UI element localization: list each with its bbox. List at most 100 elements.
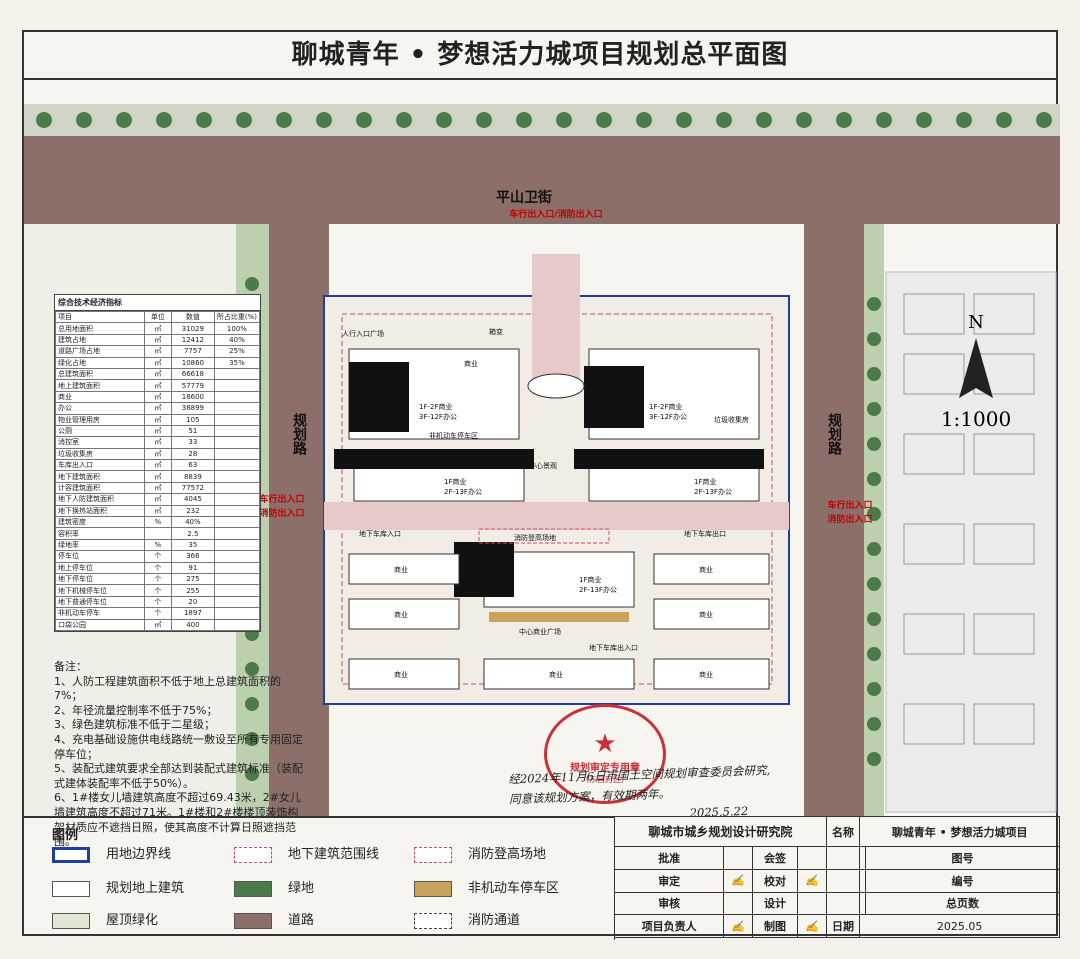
shop-a3 [348,658,460,690]
shop-b1 [653,553,770,585]
neighbor-buildings [903,293,1035,745]
entrance-left-1: 车行出入口 [259,493,304,505]
legend: 图例 用地边界线 地下建筑范围线 消防登高场地 规划地上建筑 绿地 非机动车停车… [24,816,615,940]
label-garbage: 垃圾收集房 [714,415,749,424]
tech-row: 绿地率%35 [55,538,261,552]
legend-item-building: 规划地上建筑 [52,880,184,898]
label-shop-b1: 商业 [699,565,713,574]
drawing-title: 聊城青年 • 梦想活力城项目规划总平面图 [24,32,1056,80]
signature-leader: ✍ [723,914,754,938]
building-3-shadow [334,449,534,469]
label-center-plaza: 中心商业广场 [519,627,561,636]
institute-name: 聊城市城乡规划设计研究院 [614,816,827,847]
road-left-label: 规划路 [291,413,307,455]
note-line: 1、人防工程建筑面积不低于地上总建筑面积的7%； [54,674,281,703]
project-name: 聊城青年 • 梦想活力城项目 [859,816,1060,847]
entrance-right-2: 消防出入口 [827,513,872,525]
road-right-label: 规划路 [826,413,842,455]
note-line: 3、绿色建筑标准不低于二星级； [54,718,215,732]
tech-heading: 综合技术经济指标 [55,295,260,311]
building-6-shadow [454,542,514,597]
label-shop-c: 商业 [549,670,563,679]
notes-heading: 备注： [54,660,87,673]
north-letter: N [968,312,984,333]
road-top-sidewalk [24,104,1060,136]
label-shop-b3: 商业 [699,670,713,679]
shop-b3 [653,658,770,690]
design-label: 设计 [752,891,798,916]
legend-item-nonmotor: 非机动车停车区 [414,880,559,898]
note-line: 6、1#楼女儿墙建筑高度不超过69.43米，2#女儿墙建筑高度不超过71米。1#… [54,791,301,849]
legend-swatch [234,912,272,929]
shop-c [483,658,635,690]
central-axis-plaza [532,254,580,394]
signature-draw: ✍ [797,914,827,938]
neighbor-block [885,271,1057,813]
tech-row: 建筑密度%40% [55,516,261,529]
label-garage: 地下车库出入口 [589,643,638,652]
road-right [804,224,864,816]
label-substation: 箱变 [489,327,503,336]
legend-swatch [52,846,90,863]
building-1-shadow [349,362,409,432]
total-pages-label: 总页数 [865,891,1060,916]
entrance-right-1: 车行出入口 [827,499,872,511]
approval-seal: ★ 规划审定专用章 （东昌府区） [544,704,666,804]
label-nonmotor: 非机动车停车区 [429,431,478,440]
legend-swatch [234,846,272,863]
label-shop-a2: 商业 [394,610,408,619]
shop-a1 [348,553,460,585]
label-b4b: 2F-13F办公 [694,487,732,496]
label-fire-site: 消防登高场地 [514,533,556,542]
note-line: 5、装配式建筑要求全部达到装配式建筑标准（装配式建体装配率不低于50%）。 [54,762,303,790]
label-people-plaza: 人行入口广场 [342,329,384,338]
seal-text: 规划审定专用章 [570,763,640,774]
seal-star-icon: ★ [593,729,617,759]
label-b3b: 2F-13F办公 [444,487,482,496]
building-4-shadow [574,449,764,469]
tree-row-right [867,297,881,766]
signature-review: ✍ [723,868,754,893]
label-b1: 1F-2F商业 [419,402,453,411]
legend-item-fire-lane: 消防通道 [414,912,520,930]
legend-item-fire-site: 消防登高场地 [414,846,546,864]
entrance-left-2: 消防出入口 [259,507,304,519]
review-label: 审定 [613,868,725,893]
note-line: 4、充电基础设施供电线路统一敷设至所有专用固定停车位； [54,732,303,761]
label-commercial-top: 商业 [464,359,478,368]
date-label: 日期 [825,914,861,938]
audit-label: 审核 [613,891,725,916]
draw-label: 制图 [752,914,798,938]
label-shop-a1: 商业 [394,565,408,574]
legend-swatch [414,846,452,863]
label-b3: 1F商业 [444,477,466,486]
approve-label: 批准 [613,846,725,870]
check-label: 校对 [752,868,798,893]
tree-row-top [36,112,1052,128]
label-b2: 1F-2F商业 [649,402,683,411]
title-block: 聊城市城乡规划设计研究院 名称 聊城青年 • 梦想活力城项目 批准 会签 图号 … [613,816,1060,938]
legend-swatch [414,880,452,897]
label-underground-exit: 地下车库出口 [684,529,726,538]
central-rotunda [527,373,585,399]
legend-swatch [234,880,272,897]
legend-item-road: 道路 [234,912,314,930]
label-shop-b2: 商业 [699,610,713,619]
label-b6: 1F商业 [579,575,601,584]
legend-heading: 图例 [52,828,79,843]
